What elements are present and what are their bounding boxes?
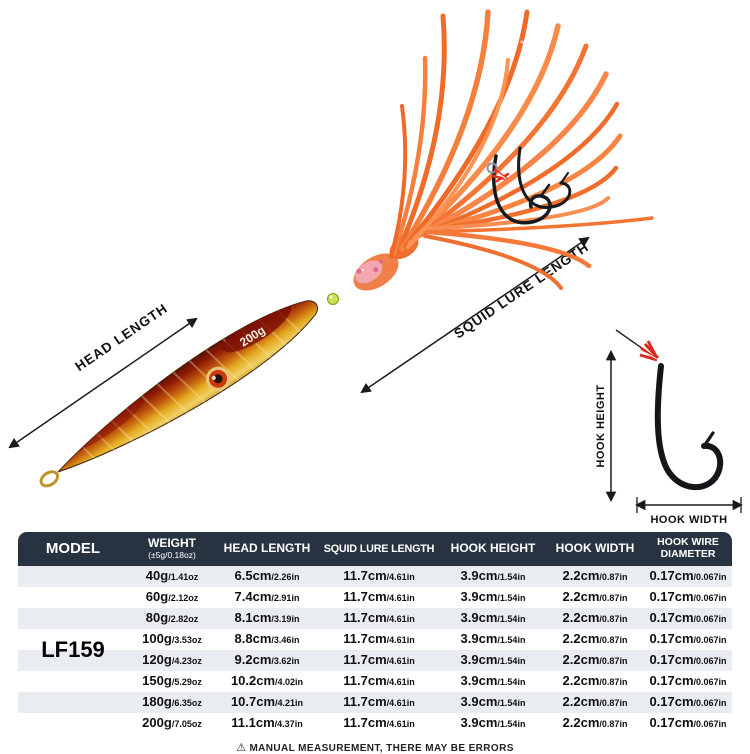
spec-cell: 11.1cm/4.37in <box>231 715 303 730</box>
measurement-note-text: MANUAL MEASUREMENT, THERE MAY BE ERRORS <box>249 743 514 754</box>
head-length-dimension-line <box>8 317 198 449</box>
spec-cell: 8.8cm/3.46in <box>234 631 300 646</box>
spec-cell: 2.2cm/0.87in <box>562 673 628 688</box>
col-model: MODEL <box>18 532 128 566</box>
glow-bead-highlight <box>329 295 333 299</box>
spec-cell: 2.2cm/0.87in <box>562 694 628 709</box>
model-value: LF159 <box>41 637 105 662</box>
spec-cell: 60g/2.12oz <box>145 589 199 604</box>
spec-row: 80g/2.82oz 8.1cm/3.19in 11.7cm/4.61in 3.9cm… <box>18 608 732 629</box>
col-hook-width: HOOK WIDTH <box>546 532 644 566</box>
head-length-label: HEAD LENGTH <box>72 301 170 375</box>
col-hook-height: HOOK HEIGHT <box>440 532 546 566</box>
lure-body: 200g <box>39 300 318 488</box>
skirt-sparkles <box>445 40 612 224</box>
spec-cell: 2.2cm/0.87in <box>562 631 628 646</box>
hook-shape <box>654 363 724 491</box>
spec-cell: 11.7cm/4.61in <box>343 652 415 667</box>
hook-height-label: HOOK HEIGHT <box>595 384 607 467</box>
lure-eye <box>206 366 231 391</box>
assist-cord <box>491 168 510 183</box>
spec-row: 200g/7.05oz 11.1cm/4.37in 11.7cm/4.61in 3.9… <box>18 713 732 734</box>
assist-hooks <box>486 146 572 225</box>
spec-cell: 2.2cm/0.87in <box>562 568 628 583</box>
spec-cell: 0.17cm/0.067in <box>649 631 727 646</box>
spec-cell: 11.7cm/4.61in <box>343 610 415 625</box>
col-hook-wire-diameter: HOOK WIRE DIAMETER <box>644 532 732 566</box>
hook-leader-line <box>615 329 647 352</box>
spec-row: 40g/1.41oz 6.5cm/2.26in 11.7cm/4.61in 3.9cm… <box>18 566 732 587</box>
glow-bead <box>327 293 339 305</box>
hook-width-label: HOOK WIDTH <box>650 514 727 526</box>
spec-row: 150g/5.29oz 10.2cm/4.02in 11.7cm/4.61in 3.9… <box>18 671 732 692</box>
spec-cell: 120g/4.23oz <box>142 652 202 667</box>
col-head-length: HEAD LENGTH <box>216 532 318 566</box>
spec-cell: 40g/1.41oz <box>145 568 199 583</box>
spec-cell: 0.17cm/0.067in <box>649 652 727 667</box>
spec-cell: 11.7cm/4.61in <box>343 694 415 709</box>
spec-cell: 3.9cm/1.54in <box>460 568 526 583</box>
spec-cell: 11.7cm/4.61in <box>343 715 415 730</box>
spec-row: 100g/3.53oz 8.8cm/3.46in 11.7cm/4.61in 3.9c… <box>18 629 732 650</box>
spec-cell: 3.9cm/1.54in <box>460 715 526 730</box>
spec-row: 120g/4.23oz 9.2cm/3.62in 11.7cm/4.61in 3.9c… <box>18 650 732 671</box>
spec-cell: 9.2cm/3.62in <box>234 652 300 667</box>
squid-lure-length-dimension-line <box>360 236 590 394</box>
warning-icon: ⚠ <box>236 742 247 754</box>
hook-knot-wrap <box>639 340 660 362</box>
spec-cell: 10.7cm/4.21in <box>230 694 304 709</box>
spec-cell: 3.9cm/1.54in <box>460 589 526 604</box>
spec-cell: 3.9cm/1.54in <box>460 652 526 667</box>
spec-cell: 0.17cm/0.067in <box>649 715 727 730</box>
spec-cell: 2.2cm/0.87in <box>562 589 628 604</box>
col-weight-tolerance: (±5g/0.18oz) <box>148 550 196 561</box>
hook-diagram: HOOK HEIGHT HOOK WIDTH <box>595 329 744 526</box>
spec-header-row: MODEL WEIGHT (±5g/0.18oz) HEAD LENGTH SQ… <box>18 532 732 566</box>
spec-cell: 0.17cm/0.067in <box>649 673 727 688</box>
spec-cell: 80g/2.82oz <box>145 610 199 625</box>
spec-cell: 150g/5.29oz <box>142 673 202 688</box>
spec-cell: 10.2cm/4.02in <box>230 673 304 688</box>
spec-cell: 2.2cm/0.87in <box>562 652 628 667</box>
squid-head <box>353 253 399 291</box>
spec-cell: 11.7cm/4.61in <box>343 631 415 646</box>
spec-row: 180g/6.35oz 10.7cm/4.21in 11.7cm/4.61in 3.9… <box>18 692 732 713</box>
squid-skirt <box>389 9 654 290</box>
tail-ring <box>39 470 60 488</box>
spec-cell: 0.17cm/0.067in <box>649 610 727 625</box>
spec-cell: 11.7cm/4.61in <box>343 673 415 688</box>
solid-ring <box>486 162 498 174</box>
spec-cell: 8.1cm/3.19in <box>234 610 300 625</box>
spec-cell: 11.7cm/4.61in <box>343 568 415 583</box>
spec-cell: 3.9cm/1.54in <box>460 631 526 646</box>
spec-cell: 0.17cm/0.067in <box>649 589 727 604</box>
spec-cell: 2.2cm/0.87in <box>562 610 628 625</box>
spec-cell: 2.2cm/0.87in <box>562 715 628 730</box>
spec-table: MODEL WEIGHT (±5g/0.18oz) HEAD LENGTH SQ… <box>18 532 732 734</box>
col-weight-label: WEIGHT <box>148 536 196 551</box>
spec-cell: 3.9cm/1.54in <box>460 673 526 688</box>
col-weight: WEIGHT (±5g/0.18oz) <box>128 532 216 566</box>
spec-cell: 11.7cm/4.61in <box>343 589 415 604</box>
spec-cell: 180g/6.35oz <box>142 694 202 709</box>
spec-cell: 100g/3.53oz <box>142 631 202 646</box>
spec-row: 60g/2.12oz 7.4cm/2.91in 11.7cm/4.61in 3.9cm… <box>18 587 732 608</box>
spec-cell: 0.17cm/0.067in <box>649 568 727 583</box>
measurement-note: ⚠MANUAL MEASUREMENT, THERE MAY BE ERRORS <box>0 741 750 754</box>
spec-cell: 6.5cm/2.26in <box>234 568 300 583</box>
spec-cell: 0.17cm/0.067in <box>649 694 727 709</box>
spec-cell: 3.9cm/1.54in <box>460 610 526 625</box>
col-squid-lure-length: SQUID LURE LENGTH <box>318 532 440 566</box>
spec-cell: 200g/7.05oz <box>142 715 202 730</box>
spec-cell: 7.4cm/2.91in <box>234 589 300 604</box>
spec-cell: 3.9cm/1.54in <box>460 694 526 709</box>
hook-barb <box>702 431 715 448</box>
product-figure: HEAD LENGTH SQUID LURE LENGTH 2 <box>8 9 744 526</box>
